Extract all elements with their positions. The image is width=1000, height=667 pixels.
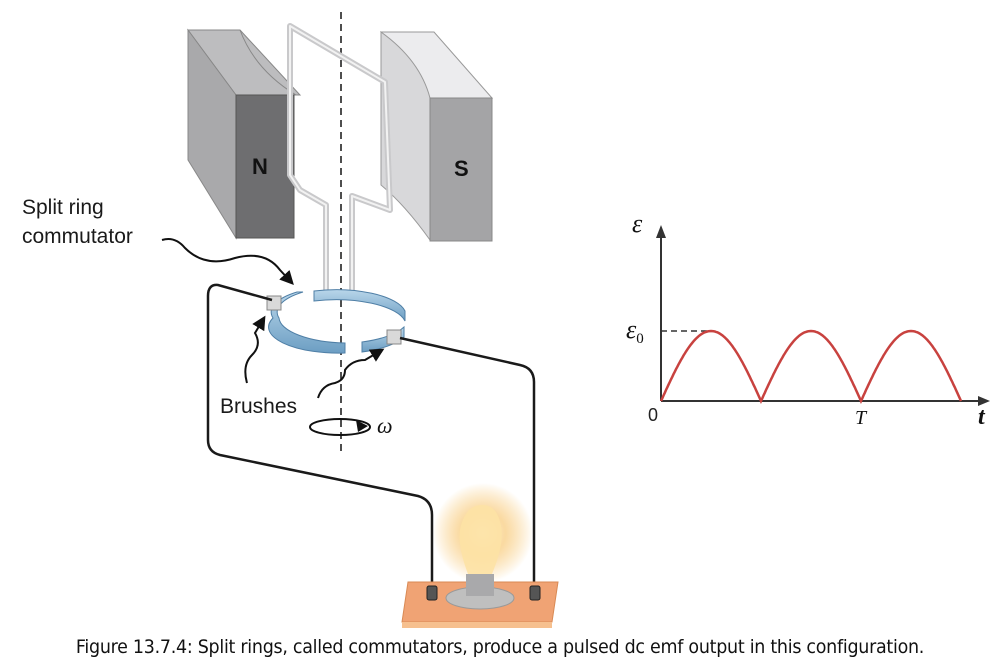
commutator-pointer-arrow	[161, 238, 294, 286]
x-axis-arrow-icon	[978, 396, 990, 406]
light-bulb-assembly	[401, 483, 559, 628]
x-axis-label: t	[978, 404, 986, 430]
x-tick-T: T	[855, 407, 868, 429]
wire-loop	[287, 23, 393, 295]
figure-caption: Figure 13.7.4: Split rings, called commu…	[75, 636, 925, 658]
y-tick-peak: ε0	[626, 315, 644, 347]
split-ring-commutator	[268, 289, 406, 354]
y-axis-arrow-icon	[656, 225, 666, 238]
south-pole-label: S	[454, 156, 469, 181]
brushes-pointer-arrow-right	[317, 348, 385, 399]
bulb-icon	[459, 505, 502, 574]
left-wire	[206, 283, 434, 590]
south-magnet: S	[380, 31, 494, 242]
right-wire	[399, 336, 536, 590]
north-magnet: N	[187, 28, 302, 240]
omega-label: ω	[377, 413, 393, 438]
north-pole-label: N	[252, 154, 268, 179]
emf-curve	[659, 329, 963, 404]
right-brush	[386, 329, 402, 345]
commutator-label-line1: Split ring	[22, 196, 104, 219]
x-tick-0: 0	[648, 405, 658, 425]
emf-chart: ε t 0 T ε0	[626, 209, 990, 430]
y-axis-label: ε	[632, 209, 643, 238]
brushes-pointer-arrow-left	[244, 315, 266, 384]
commutator-label-line2: commutator	[22, 225, 133, 248]
brushes-label: Brushes	[220, 395, 297, 418]
rotation-arrow-icon	[309, 418, 371, 436]
